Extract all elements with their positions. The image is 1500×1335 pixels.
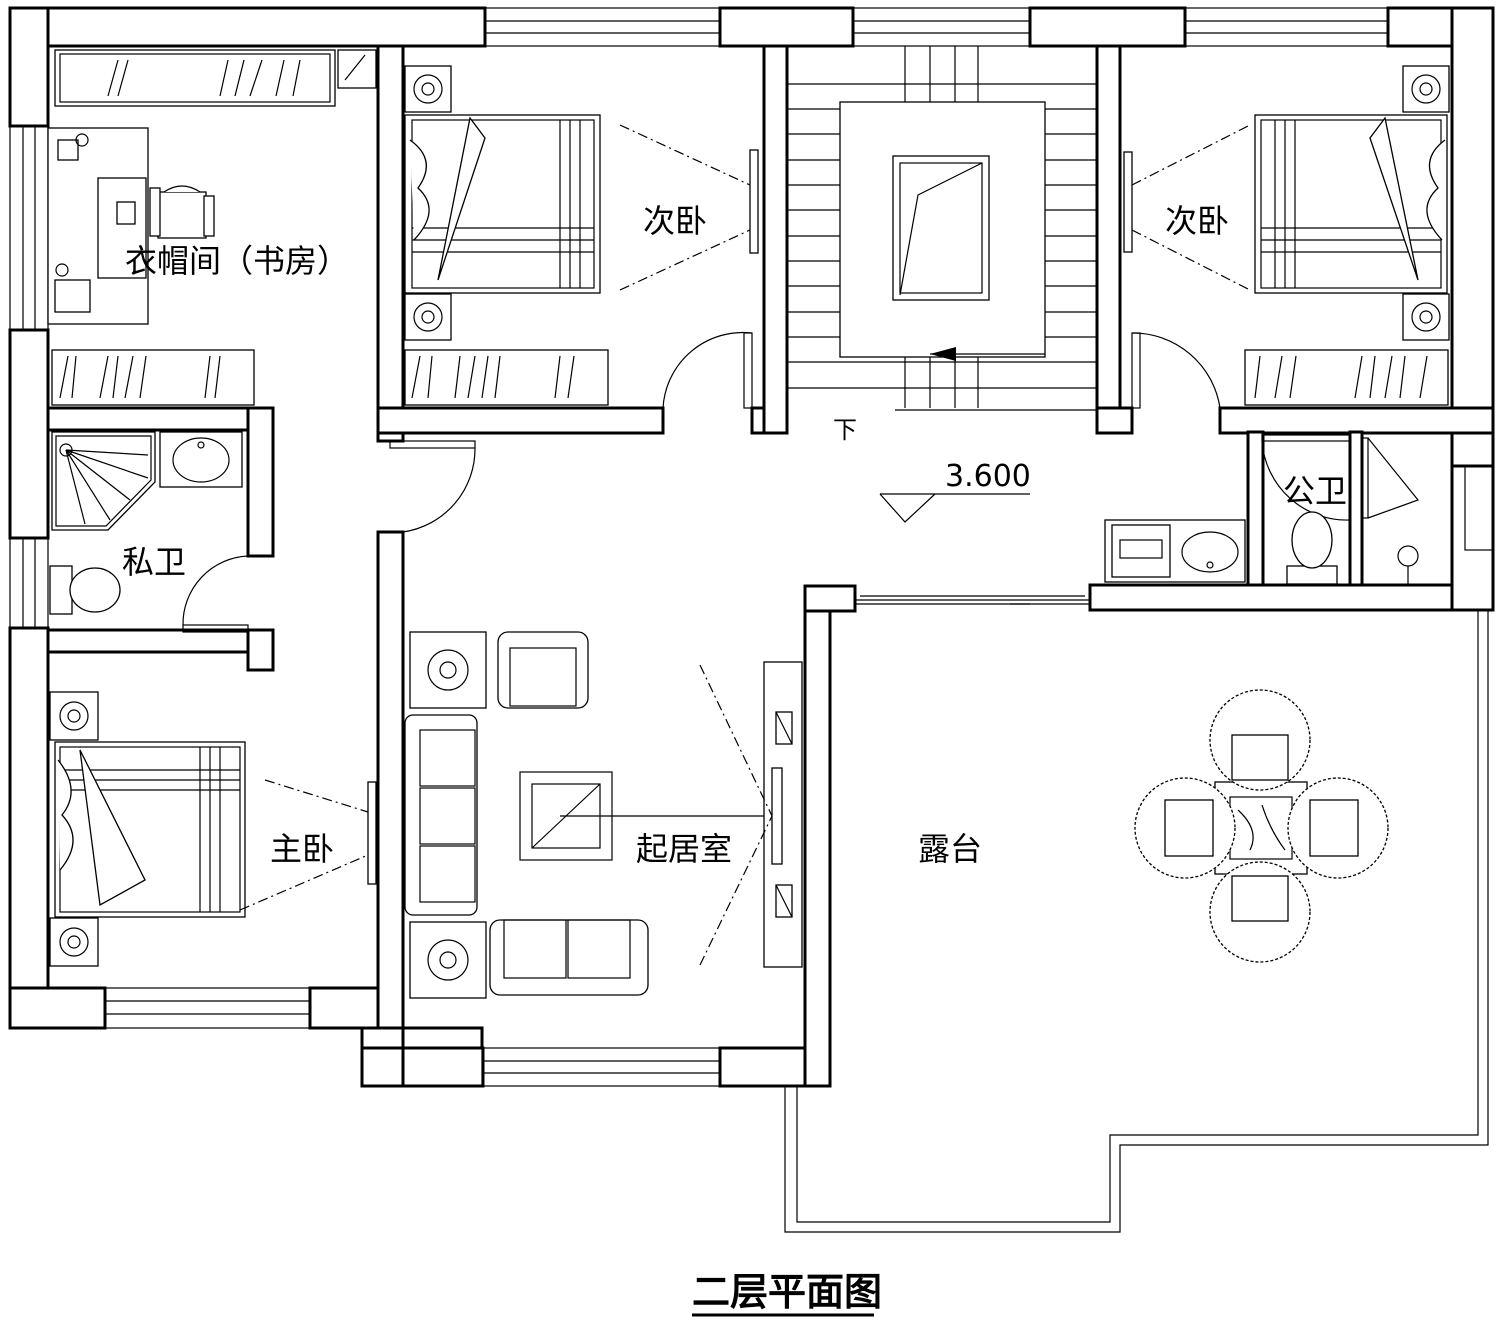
label-terrace: 露台	[918, 830, 982, 868]
label-public-bath: 公卫	[1283, 472, 1347, 510]
label-living-room: 起居室	[636, 830, 732, 868]
label-secondary-bedroom-2: 次卧	[1165, 202, 1229, 240]
label-master-bedroom: 主卧	[270, 830, 334, 868]
bedroom-2-furniture	[1123, 65, 1450, 406]
level-elevation: 3.600	[945, 459, 1031, 494]
master-bedroom-furniture	[49, 691, 377, 967]
staircase	[787, 46, 1097, 411]
private-bath-fixtures	[49, 431, 243, 615]
drawing-title: 二层平面图	[692, 1270, 882, 1314]
terrace-boundary	[784, 599, 1489, 1233]
terrace-table-set	[1134, 689, 1389, 963]
label-cloakroom-study: 衣帽间（书房）	[125, 242, 349, 280]
label-secondary-bedroom-1: 次卧	[643, 202, 707, 240]
public-bath-fixtures	[1104, 511, 1419, 585]
cloakroom-furniture	[47, 49, 377, 406]
bedroom-1-furniture	[404, 65, 759, 406]
stair-direction-label: 下	[833, 416, 857, 444]
living-room-furniture	[404, 631, 803, 999]
doors	[182, 331, 1419, 633]
label-private-bath: 私卫	[122, 543, 186, 581]
walls	[8, 6, 1495, 1088]
windows	[9, 7, 1494, 1087]
level-mark	[879, 493, 1030, 523]
